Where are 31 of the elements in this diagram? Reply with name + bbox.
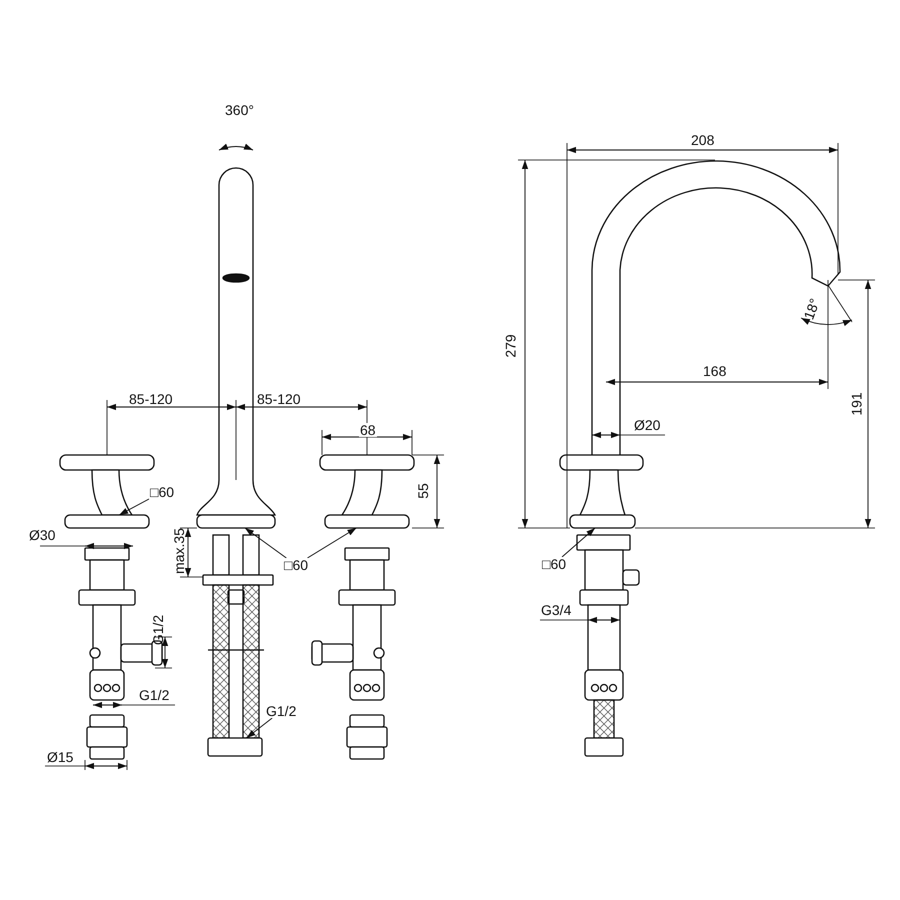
base-plate <box>324 514 410 529</box>
dimension-label: Ø30 <box>28 528 56 542</box>
dimension-label: 85-120 <box>256 392 302 406</box>
base-plate <box>569 514 636 529</box>
dimension-label: max.35 <box>172 527 186 575</box>
dimension-label: 68 <box>359 423 377 437</box>
dimension-label: G1/2 <box>138 688 170 702</box>
leader-line <box>246 718 273 738</box>
dimension-label: Ø20 <box>633 418 662 432</box>
leader-line <box>562 528 596 558</box>
dimension-label: 85-120 <box>128 392 174 406</box>
dimension-label: 168 <box>702 364 728 378</box>
dimension-label: 55 <box>416 482 430 500</box>
dimension-label: 279 <box>504 333 518 359</box>
callout-label: □60 <box>283 558 310 572</box>
dimension-label: 360° <box>224 103 255 117</box>
dimension-label: 208 <box>690 133 716 147</box>
callout-label: □60 <box>149 485 176 499</box>
base-plate <box>196 514 276 529</box>
leader-line <box>307 528 357 558</box>
base-plate <box>64 514 150 529</box>
callout-label: G1/2 <box>265 704 298 718</box>
leader-line <box>118 498 150 516</box>
dimension-label: G1/2 <box>151 614 166 646</box>
dimension-label: 18° <box>801 296 822 322</box>
dimension-label: 191 <box>850 391 864 417</box>
callout-label: □60 <box>541 557 568 571</box>
dimension-label: G3/4 <box>540 603 572 617</box>
leader-line <box>244 528 287 558</box>
hose-nut <box>207 737 263 757</box>
dimension-label: Ø15 <box>46 750 74 764</box>
